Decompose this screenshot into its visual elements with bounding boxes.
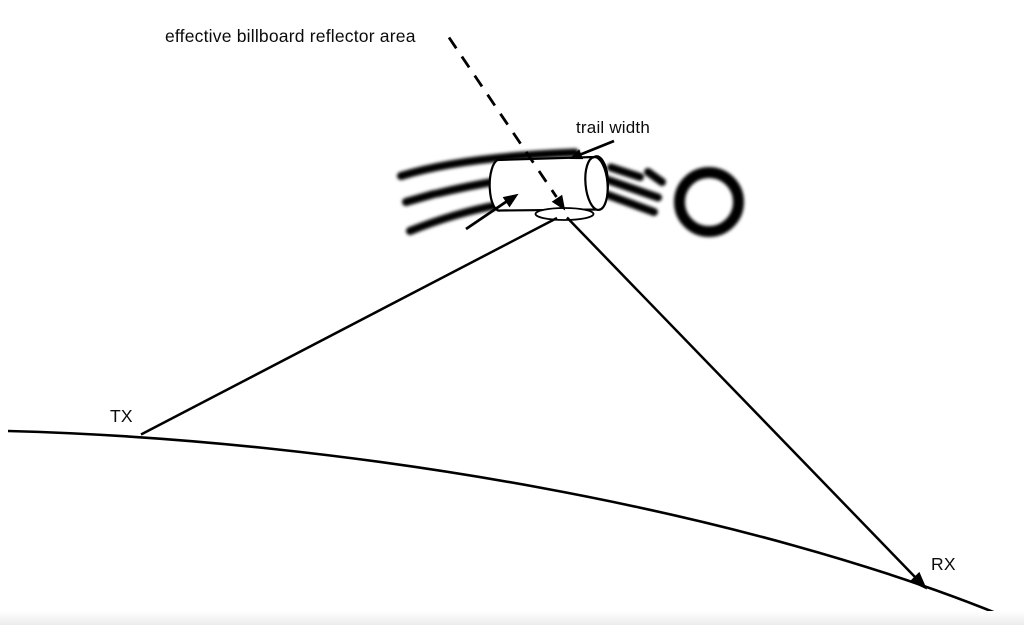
trail-cylinder (488, 155, 609, 212)
meteor-trail-streaks (397, 148, 744, 237)
trail-streak-right-bottom (598, 189, 658, 216)
ground-curve (7, 429, 1014, 622)
rx-sight-line (566, 216, 916, 578)
bottom-edge-band (0, 611, 1024, 625)
reflector-area-label: effective billboard reflector area (165, 26, 416, 46)
trail-streak-right-mid (601, 175, 662, 202)
trail-streak-right-top-short (644, 168, 666, 186)
tx-label: TX (110, 406, 133, 426)
trail-streak-left-top (397, 148, 579, 180)
cylinder-side-pointer-arrow (465, 193, 519, 231)
cylinder-side-pointer-line (465, 199, 509, 231)
trail-width-label: trail width (576, 118, 651, 137)
rx-label: RX (931, 554, 956, 574)
meteor-head-ring (674, 167, 744, 237)
trail-width-arrowhead-icon (569, 149, 584, 160)
cylinder-side-arrowhead-icon (502, 193, 519, 208)
trail-width-pointer-arrow (569, 139, 615, 160)
reflector-area-pointer-line (447, 36, 558, 198)
trail-streak-left-mid-short (402, 190, 438, 206)
trail-width-pointer-line (577, 139, 615, 157)
trail-streak-left-bottom (406, 201, 502, 235)
reflector-area-pointer-arrow (447, 36, 566, 211)
trail-cylinder-end-cap (584, 155, 609, 212)
reflector-area-arrowhead-icon (551, 194, 566, 211)
tx-sight-line (140, 216, 558, 436)
trail-streak-right-top (607, 163, 644, 181)
